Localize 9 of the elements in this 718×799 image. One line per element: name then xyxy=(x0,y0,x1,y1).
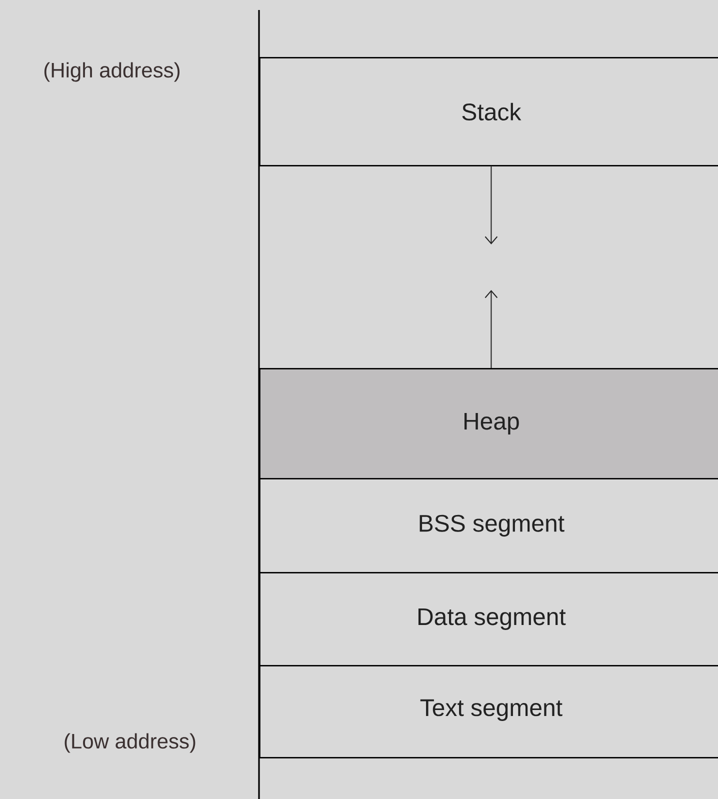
memory-segment-band: Text segment xyxy=(259,665,718,758)
memory-segment-band: Data segment xyxy=(259,572,718,666)
memory-segment-band: BSS segment xyxy=(259,478,718,574)
address-label: (Low address) xyxy=(64,733,196,753)
address-label: (High address) xyxy=(44,62,180,82)
heap-band: Heap xyxy=(259,368,718,480)
arrow xyxy=(484,290,498,368)
arrow xyxy=(484,166,498,244)
memory-segment-band: Stack xyxy=(259,56,718,166)
